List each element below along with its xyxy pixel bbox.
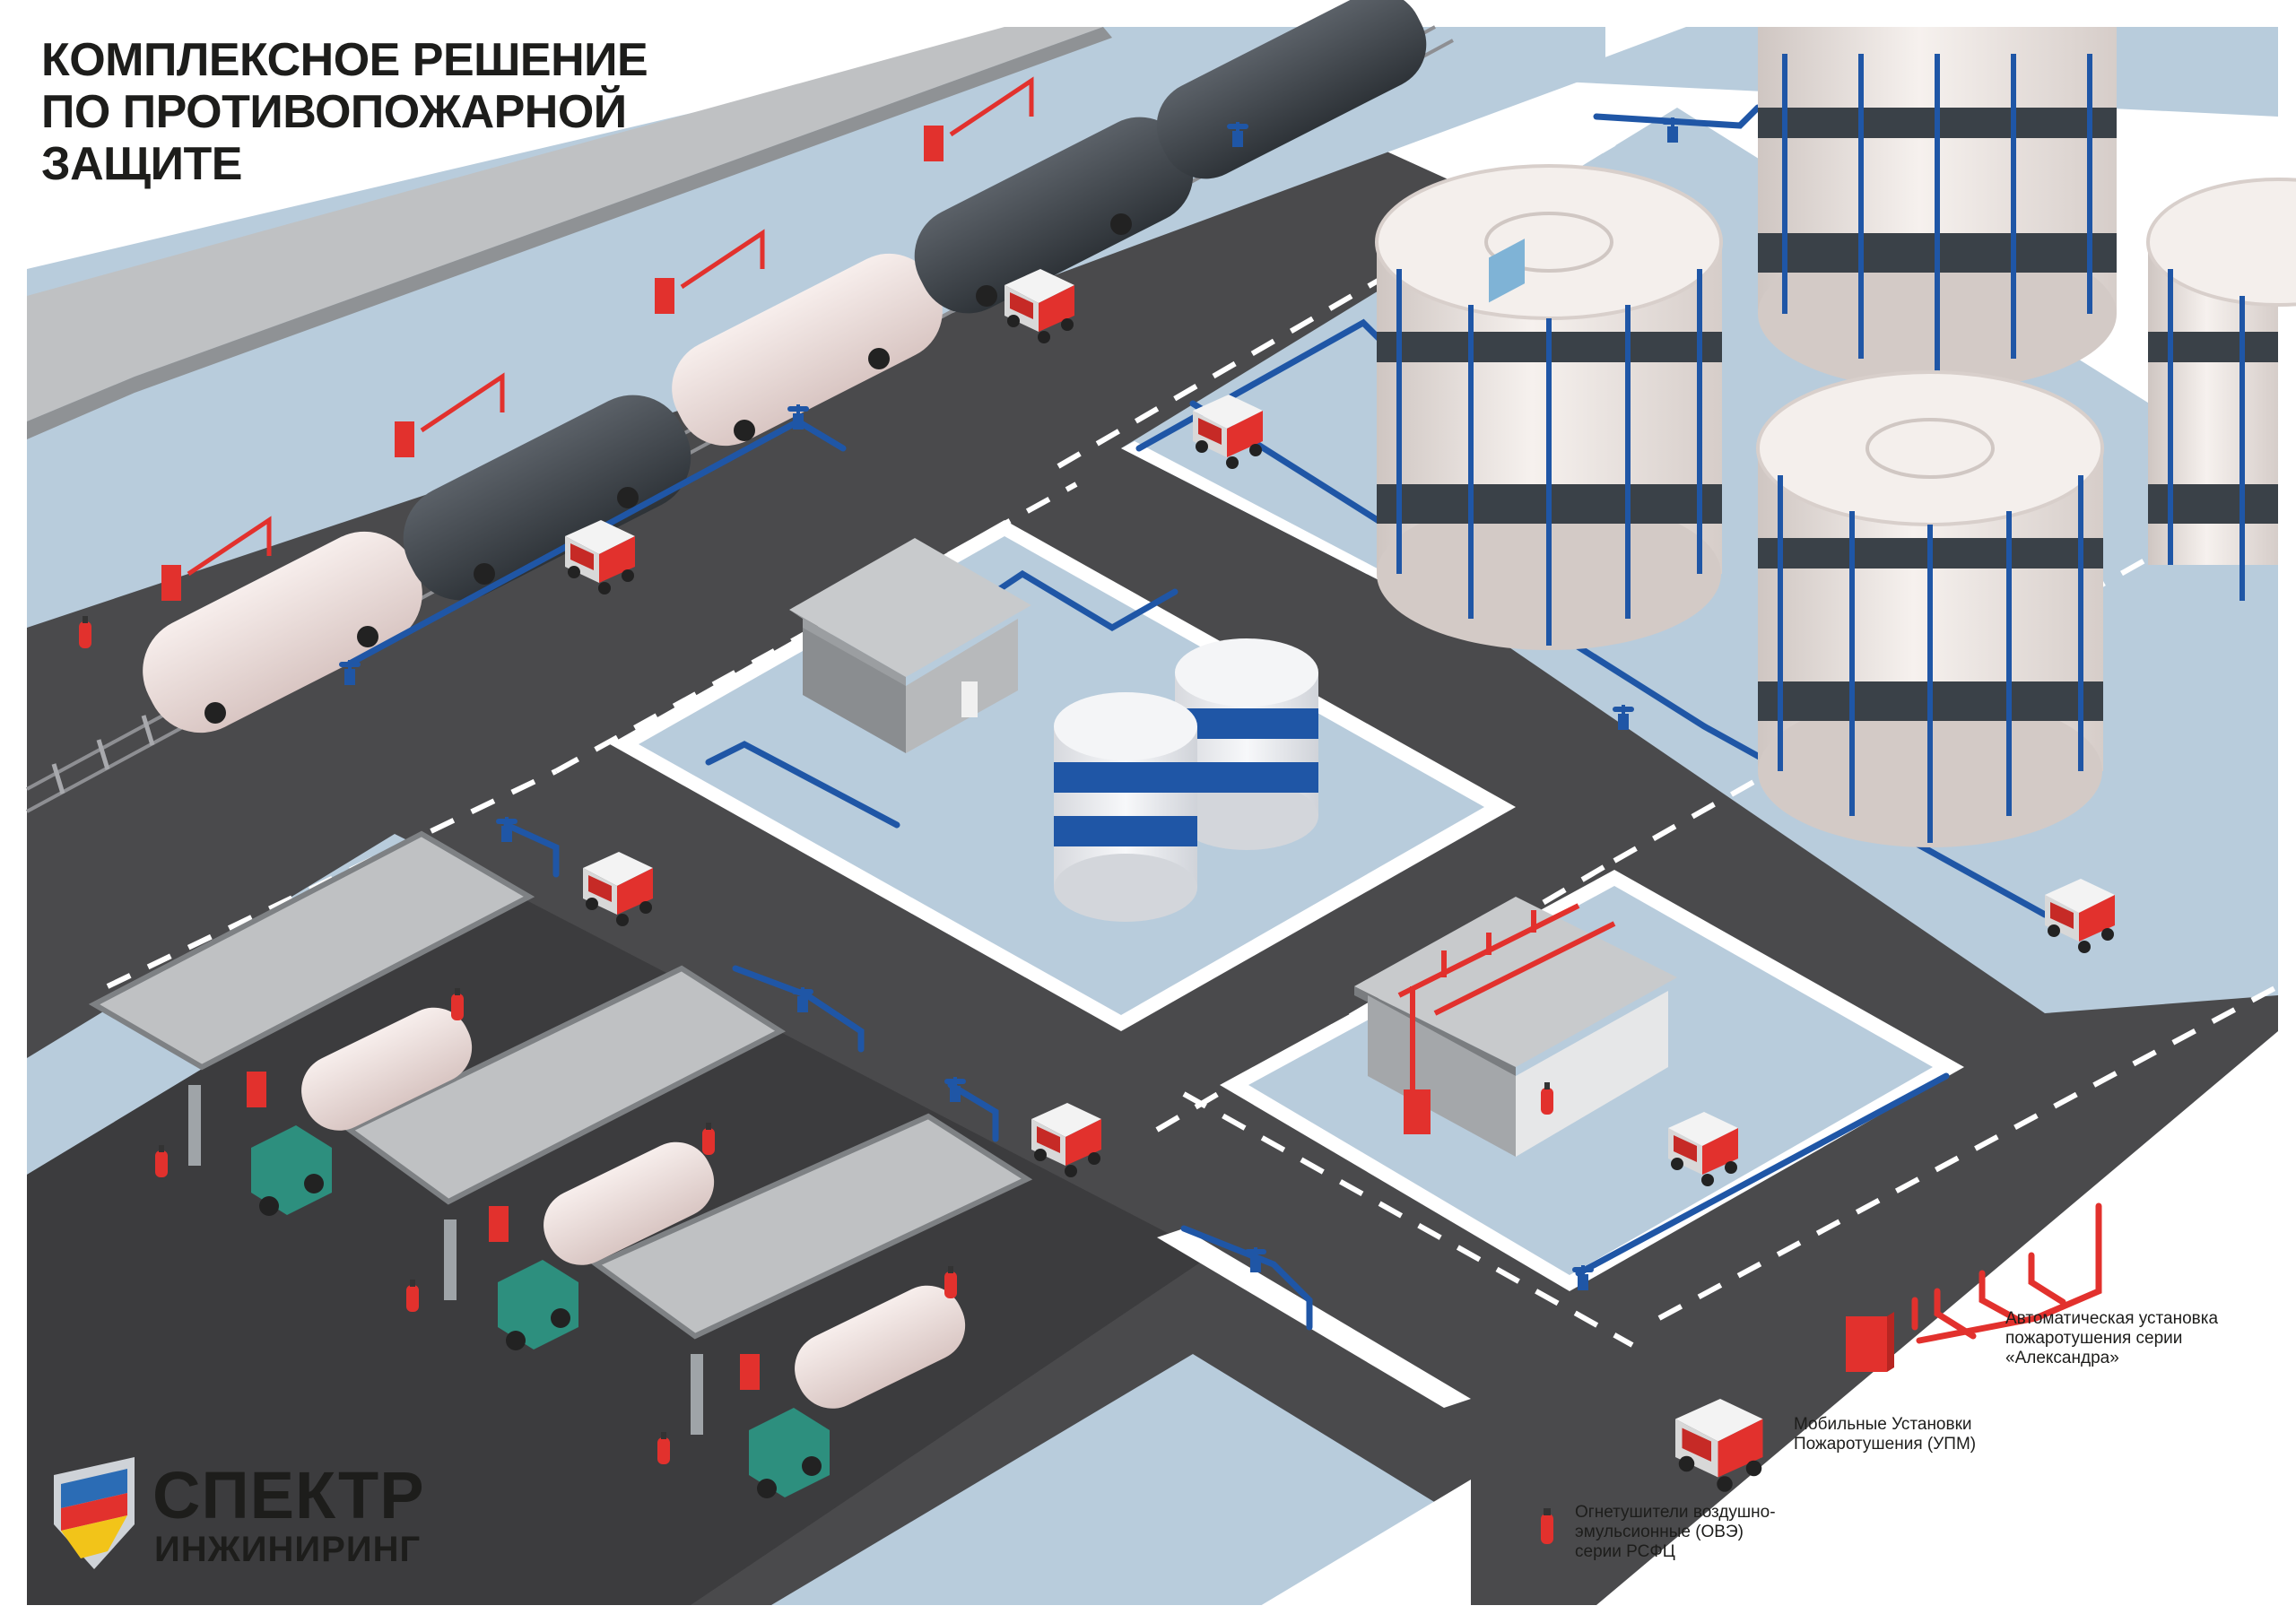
legend-line: Автоматическая установка <box>2005 1309 2219 1328</box>
legend-line: серии РСФЦ <box>1575 1542 1675 1561</box>
title-line-3: ЗАЩИТЕ <box>41 138 242 190</box>
sprinkler-pipe-icon <box>1846 1202 2102 1372</box>
logo-subtitle: ИНЖИНИРИНГ <box>154 1530 422 1569</box>
legend-line: «Александра» <box>2005 1349 2119 1367</box>
legend-line: пожаротушения серии <box>2005 1329 2183 1348</box>
logo-name: СПЕКТР <box>152 1458 425 1532</box>
legend-line: Пожаротушения (УПМ) <box>1794 1435 1977 1454</box>
logo-shield-icon <box>54 1457 135 1569</box>
page-title: КОМПЛЕКСНОЕ РЕШЕНИЕ ПО ПРОТИВОПОЖАРНОЙ З… <box>41 34 648 190</box>
legend-item-sprinkler: Автоматическая установка пожаротушения с… <box>2005 1309 2218 1368</box>
extinguisher-icon <box>1541 1508 1553 1544</box>
legend-item-mobile-unit: Мобильные Установки Пожаротушения (УПМ) <box>1794 1415 1976 1454</box>
legend-line: Мобильные Установки <box>1794 1415 1972 1434</box>
title-line-2: ПО ПРОТИВОПОЖАРНОЙ <box>41 86 627 138</box>
legend-line: эмульсионные (ОВЭ) <box>1575 1523 1744 1541</box>
legend-line: Огнетушители воздушно- <box>1575 1503 1776 1522</box>
legend-item-extinguisher: Огнетушители воздушно- эмульсионные (ОВЭ… <box>1575 1503 1776 1562</box>
company-logo: СПЕКТР ИНЖИНИРИНГ <box>52 1460 429 1576</box>
title-line-1: КОМПЛЕКСНОЕ РЕШЕНИЕ <box>41 34 648 86</box>
